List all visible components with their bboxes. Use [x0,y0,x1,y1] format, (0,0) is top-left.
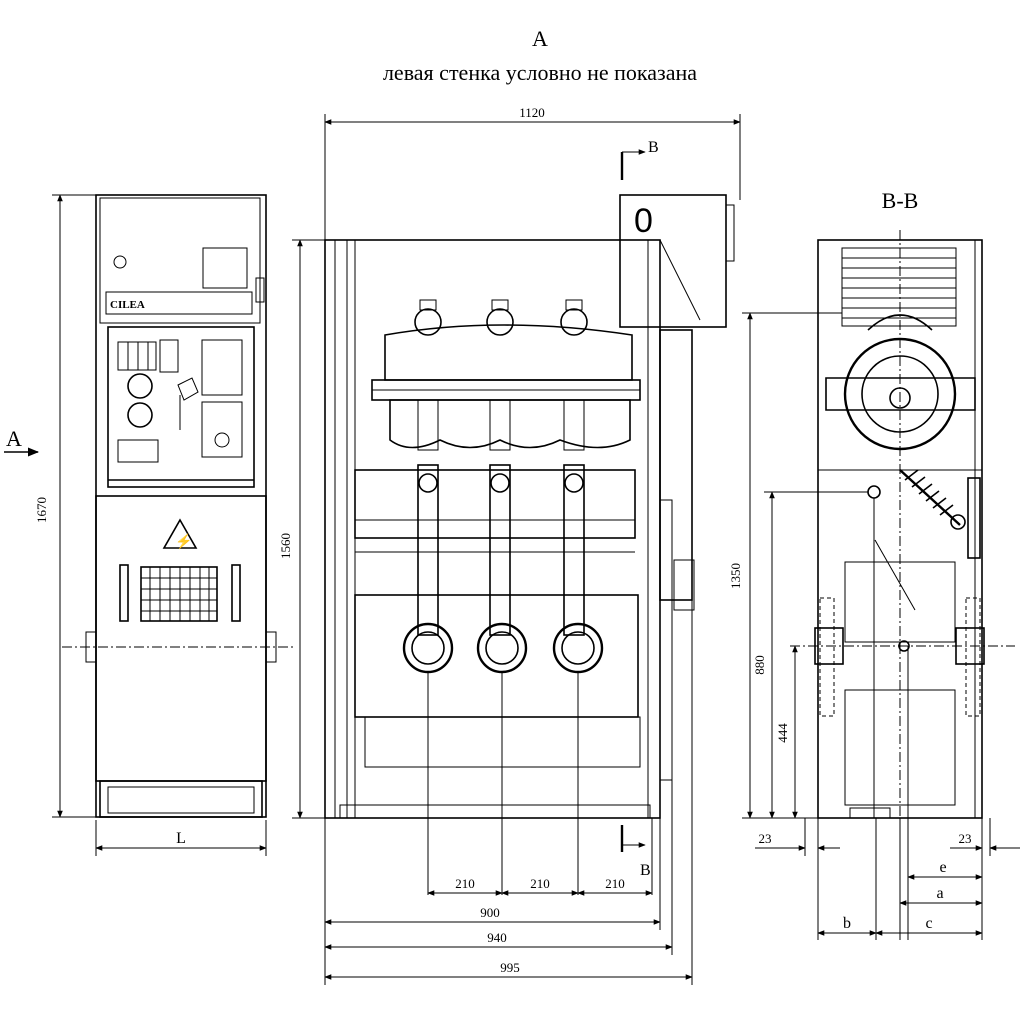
lever-socket-icon [214,432,230,448]
view-letter-title: A [532,26,548,51]
side-width-dimension: 1120 [519,105,545,120]
dimension-940: 940 [487,930,507,945]
label-a: a [936,885,943,902]
dimension-444: 444 [775,723,790,743]
label-e: e [939,859,946,876]
front-width-dimension: L [176,830,186,847]
section-vent-grille [841,247,957,327]
ventilation-grid [140,566,218,622]
door-handle-left [119,564,129,622]
position-indicator: 0 [634,202,653,240]
insulator-heads [414,299,588,336]
open-button-icon [127,373,153,399]
label-c: c [925,915,932,932]
dimension-880: 880 [752,655,767,675]
high-voltage-warning-icon [162,518,198,549]
section-title: B-B [882,188,919,213]
dimension-900: 900 [480,905,500,920]
section-mark-bottom: B [640,862,651,879]
spacing-1-dimension: 210 [455,876,475,891]
close-button-icon [127,402,153,428]
spacing-2-dimension: 210 [530,876,550,891]
front-view: CILEA ⚡ [4,194,296,856]
cable-terminals [402,622,604,674]
dimension-23-right: 23 [959,831,972,846]
drawing-subtitle: левая стенка условно не показана [383,60,697,85]
earthing-switch-insulator [899,469,966,530]
label-b: b [843,915,851,932]
pole-columns [417,464,585,636]
view-arrow-label: A [6,426,22,451]
section-view: B-B [728,188,1020,940]
svg-text:⚡: ⚡ [175,533,192,550]
side-height-dimension: 1560 [278,533,293,559]
door-handle-right [231,564,241,622]
brand-label: CILEA [110,299,145,311]
front-height-dimension: 1670 [34,497,49,523]
spacing-3-dimension: 210 [605,876,625,891]
front-indicator-icon [113,255,127,269]
side-view: 1120 B 0 [278,105,741,985]
dimension-23-left: 23 [759,831,772,846]
dimension-1350: 1350 [728,563,743,589]
section-mark-top: B [648,139,659,156]
dimension-995: 995 [500,960,520,975]
